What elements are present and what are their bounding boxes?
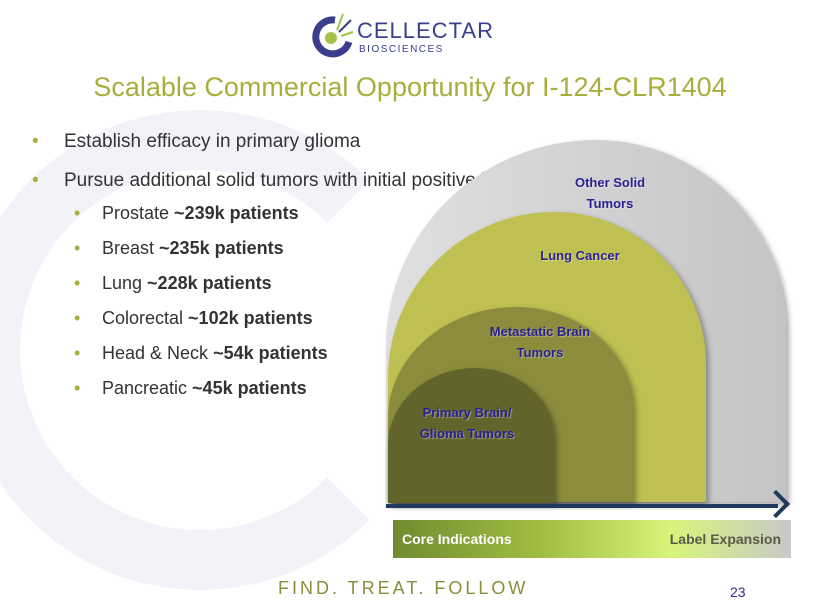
- logo-subtitle: BIOSCIENCES: [359, 44, 444, 55]
- sub-bullet: Pancreatic ~45k patients: [30, 375, 548, 402]
- tagline: FIND. TREAT. FOLLOW: [278, 578, 529, 598]
- sub-bullet: Prostate ~239k patients: [30, 200, 548, 227]
- indication-gradient-bar: Core Indications Label Expansion: [393, 520, 791, 558]
- page-number: 23: [730, 584, 746, 600]
- sub-bullet: Colorectal ~102k patients: [30, 305, 548, 332]
- expansion-axis: [386, 504, 778, 508]
- bullet-list: Establish efficacy in primary glioma Pur…: [30, 128, 548, 410]
- primary-brain-region: [388, 368, 554, 503]
- company-logo: CELLECTAR BIOSCIENCES: [305, 8, 515, 58]
- slide-title: Scalable Commercial Opportunity for I-12…: [93, 72, 727, 102]
- core-indications-label: Core Indications: [402, 531, 512, 547]
- bullet-efficacy: Establish efficacy in primary glioma: [30, 128, 548, 155]
- sub-bullet: Breast ~235k patients: [30, 235, 548, 262]
- label-metastatic: Metastatic Brain Tumors: [489, 324, 591, 360]
- sub-bullet: Head & Neck ~54k patients: [30, 340, 548, 367]
- sub-bullet: Lung ~228k patients: [30, 270, 548, 297]
- label-primary: Primary Brain/ Glioma Tumors: [419, 405, 515, 441]
- logo-name: CELLECTAR: [357, 18, 494, 43]
- label-other-solid: Other Solid Tumors: [574, 175, 646, 211]
- logo-icon: [312, 13, 354, 58]
- label-expansion-label: Label Expansion: [669, 531, 781, 547]
- label-lung: Lung Cancer: [540, 248, 620, 263]
- bullet-additional-tumors: Pursue additional solid tumors with init…: [30, 167, 548, 194]
